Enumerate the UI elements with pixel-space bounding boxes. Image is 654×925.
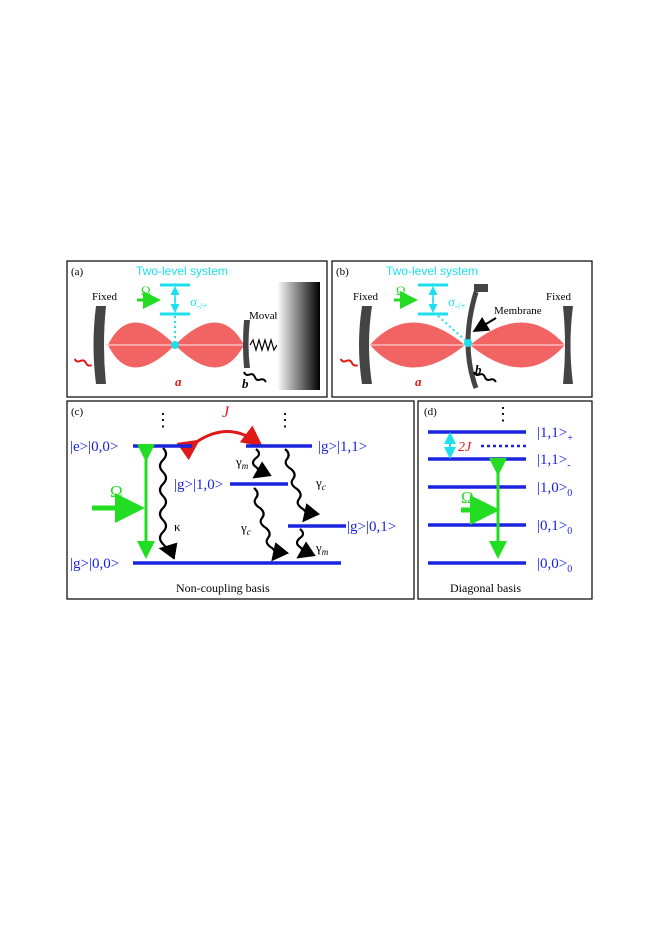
kappa-decay-wave [158,447,178,560]
mode-a-label-a: a [175,374,182,389]
gamma-m-label-2: γm [315,540,329,557]
gamma-c-label-2: γc [240,520,251,537]
state-label-e00: |e>|0,0> [70,439,118,455]
mechanical-output-wave-a [243,371,267,383]
cavity-output-wave-a [73,358,93,367]
panel-b: (b) Two-level system Fixed Fixed Membran… [331,260,593,398]
fixed-label-a: Fixed [92,291,118,303]
two-level-label-b: Two-level system [386,264,478,278]
movable-mirror-a [243,320,250,368]
mode-b-label-b: b [475,362,482,377]
gamma-m-label-1: γm [235,454,249,471]
two-level-label-a: Two-level system [136,264,228,278]
j-coupling-arrow [176,425,263,461]
sigma-label-b: σ-/+ [448,294,466,311]
state-label-g10: |g>|1,0> [174,477,223,493]
wall-a [277,282,320,390]
gamma-c-label-1: γc [315,475,326,492]
spring-icon [249,337,278,353]
membrane-pointer-arrow [472,316,497,333]
dots-d: ⋮ [494,404,512,424]
omega-label-c: Ω [110,482,123,501]
fixed-right-label-b: Fixed [546,291,572,303]
fixed-mirror-right-b [563,306,573,384]
sigma-label-a: σ-/+ [190,294,208,311]
fixed-mirror-a [93,306,106,384]
mechanical-output-wave-b [473,371,497,383]
panel-d-caption: Diagonal basis [450,581,521,595]
panel-d: (d) Diagonal basis ⋮ 2J Ω |1,1>+ |1,1>- … [417,400,593,600]
fixed-mirror-left-b [359,306,372,384]
j-label-c: J [222,404,230,421]
atom-dot-a [171,341,179,349]
panel-b-tag: (b) [336,266,349,278]
state-label-10: |1,0>0 [537,480,572,499]
panel-c: (c) Non-coupling basis ⋮ ⋮ J |e>|0,0> |g… [66,400,415,600]
dots-left-c: ⋮ [154,410,172,430]
state-label-11-minus: |1,1>- [537,452,571,471]
gamma-m-decay-wave-2 [295,528,316,559]
membrane-label-b: Membrane [494,305,542,317]
state-label-01: |0,1>0 [537,518,572,537]
gamma-m-decay-wave-1 [251,448,272,479]
kappa-label-c: κ [174,519,181,534]
cavity-output-wave-b [339,358,359,367]
omega-label-a: Ω [141,283,151,298]
panel-a-tag: (a) [71,266,84,278]
panel-d-tag: (d) [424,406,437,418]
membrane-clamp-b [474,284,488,292]
state-label-g00: |g>|0,0> [70,556,119,572]
gamma-c-decay-wave-1 [284,448,321,523]
state-label-00: |0,0>0 [537,556,572,575]
panel-a: (a) Two-level system Fixed Movable σ-/+ … [66,260,328,398]
panel-c-caption: Non-coupling basis [176,581,270,595]
dots-right-c: ⋮ [276,410,294,430]
omega-label-b: Ω [396,283,406,298]
atom-dot-b [464,339,472,347]
gamma-c-decay-wave-2 [253,487,290,562]
state-label-11-plus: |1,1>+ [537,425,573,444]
mode-a-label-b: a [415,374,422,389]
panel-b-frame [331,260,593,398]
state-label-g01: |g>|0,1> [347,519,396,535]
splitting-label-2j: 2J [458,440,472,455]
fixed-left-label-b: Fixed [353,291,379,303]
panel-c-tag: (c) [71,406,84,418]
state-label-g11: |g>|1,1> [318,439,367,455]
mode-b-label-a: b [242,376,249,391]
tls-coupling-dots-b [437,315,466,341]
omega-label-d: Ω [461,488,474,507]
